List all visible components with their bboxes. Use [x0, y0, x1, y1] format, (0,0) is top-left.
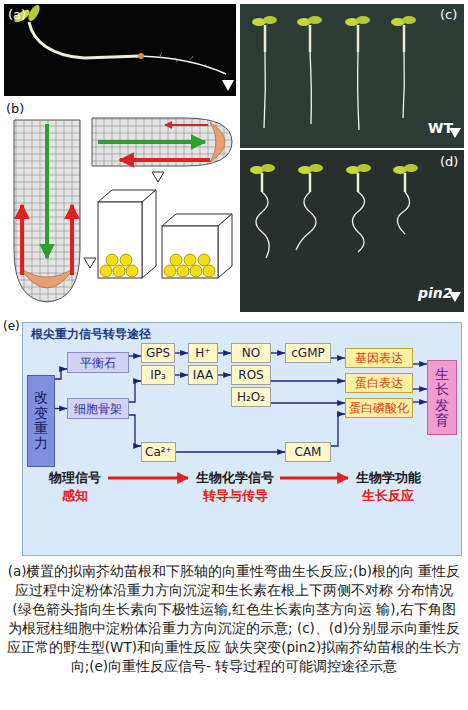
box-label: 蛋白表达 [355, 376, 403, 390]
signal-arrow [331, 357, 345, 358]
signal-box: H⁺ [188, 343, 218, 363]
box-label: 改变重力 [34, 390, 48, 452]
signal-arrow [129, 355, 141, 356]
horizontal-root [92, 118, 232, 166]
panel-title: 根尖重力信号转导途径 [31, 327, 151, 341]
panel-label: (a) [8, 7, 26, 23]
stage-label: 生物学功能 [356, 470, 421, 486]
signal-box: H₂O₂ [231, 387, 271, 407]
photo-c [240, 4, 464, 148]
signal-arrow [413, 363, 427, 364]
box-label: GPS [146, 346, 170, 360]
box-label: IP₃ [150, 368, 166, 382]
signal-arrow [331, 414, 345, 446]
signal-arrow [413, 401, 427, 402]
box-label: H⁺ [195, 346, 210, 360]
stage-label: 物理信号 [49, 470, 101, 486]
signal-box: 蛋白表达 [345, 373, 413, 393]
box-label: 平衡石 [80, 356, 116, 370]
signal-arrow [271, 352, 285, 353]
signal-arrow [271, 402, 345, 403]
signal-box: IP₃ [141, 365, 175, 385]
photo-a [4, 4, 236, 96]
signal-box: ROS [231, 365, 271, 385]
vertical-root [14, 120, 80, 302]
box-label: cGMP [291, 346, 325, 360]
signal-box: CAM [285, 442, 331, 462]
signal-box: Ca²⁺ [141, 442, 176, 462]
signal-box: 细胞骨架 [67, 398, 129, 419]
figure-caption: (a)横置的拟南芥幼苗根和下胚轴的向重性弯曲生长反应;(b)根的向 重性反应过程… [6, 562, 462, 676]
panel-label: pin2 [418, 285, 453, 301]
signal-arrow [175, 374, 188, 375]
box-label: 生长发育 [435, 367, 449, 429]
signal-arrow [55, 408, 67, 409]
panel-label: WT [428, 120, 453, 136]
signal-arrow [55, 369, 67, 379]
panel-label: (e) [3, 318, 20, 334]
signal-arrow [218, 374, 231, 375]
signal-arrow [175, 352, 188, 353]
signal-arrow [129, 381, 141, 402]
signal-box: 生长发育 [427, 360, 457, 435]
photo-d [240, 150, 464, 312]
box-label: 细胞骨架 [74, 402, 122, 416]
stage-label: 感知 [62, 488, 88, 504]
box-label: H₂O₂ [237, 390, 265, 404]
stage-label: 生长反应 [362, 488, 414, 504]
signal-box: 改变重力 [27, 375, 55, 467]
panel-ground [22, 322, 462, 556]
stage-label: 转导与传导 [203, 488, 268, 504]
signal-box: GPS [141, 343, 175, 363]
columella-cells [98, 190, 232, 278]
pathway-panel: 根尖重力信号转导途径改变重力 平衡石细胞骨架 GPS IP₃ H⁺ IAA NO ROS H₂O… [22, 322, 462, 556]
panel-label: (d) [440, 154, 458, 170]
box-label: ROS [238, 368, 263, 382]
box-label: Ca²⁺ [145, 445, 172, 459]
signal-box: NO [231, 343, 271, 363]
signal-arrow [413, 388, 427, 389]
box-label: CAM [295, 445, 322, 459]
signal-box: 基因表达 [345, 348, 413, 368]
signal-arrow [176, 451, 285, 452]
signal-arrow [271, 380, 345, 381]
stage-label: 生物化学信号 [196, 470, 274, 486]
panel-label: (c) [440, 7, 457, 23]
signal-arrow [129, 415, 141, 446]
panel-label: (b) [6, 101, 24, 117]
box-label: 蛋白磷酸化 [349, 401, 409, 415]
signal-box: cGMP [285, 343, 331, 363]
signal-box: 蛋白磷酸化 [345, 398, 413, 418]
signal-box: 平衡石 [67, 352, 129, 373]
box-label: IAA [193, 368, 213, 382]
box-label: 基因表达 [355, 351, 403, 365]
signal-box: IAA [188, 365, 218, 385]
box-label: NO [242, 346, 260, 360]
signal-arrow [218, 352, 231, 353]
